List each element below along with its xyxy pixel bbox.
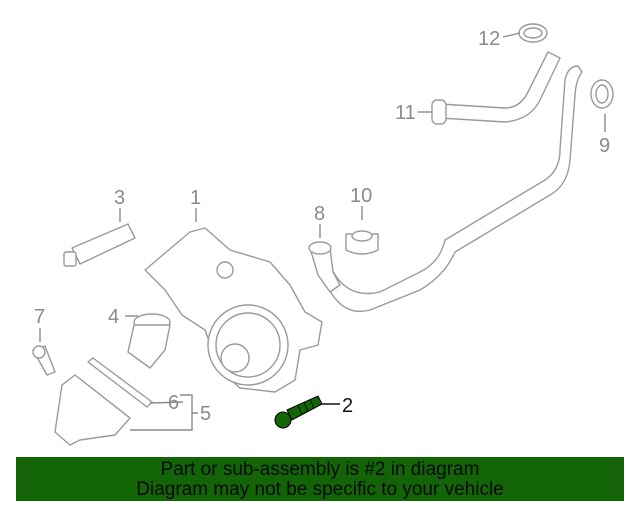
bolt-7[interactable] <box>32 345 56 376</box>
leader-lines <box>39 32 606 431</box>
hose-fitting-8[interactable] <box>308 241 341 293</box>
banner-line-2: Diagram may not be specific to your vehi… <box>136 479 504 500</box>
callout-2: 2 <box>342 395 353 417</box>
callout-6: 6 <box>168 392 179 414</box>
clamp-10[interactable] <box>345 230 379 255</box>
sealant-tube-3[interactable] <box>63 223 136 267</box>
coolant-hose[interactable] <box>324 51 583 312</box>
clamp-12[interactable] <box>518 23 548 43</box>
callout-3: 3 <box>114 187 125 209</box>
callout-7: 7 <box>34 306 45 328</box>
callout-1: 1 <box>190 187 201 209</box>
callout-9: 9 <box>599 135 610 157</box>
callout-10: 10 <box>350 185 372 207</box>
info-banner: Part or sub-assembly is #2 in diagram Di… <box>16 457 624 501</box>
callout-4: 4 <box>108 306 119 328</box>
callout-8: 8 <box>314 203 325 225</box>
bolt-2-highlighted[interactable] <box>274 395 323 429</box>
callout-11: 11 <box>395 102 416 124</box>
clamp-9[interactable] <box>590 79 614 109</box>
gasket-6[interactable] <box>87 357 153 408</box>
thermostat-4[interactable] <box>127 313 171 369</box>
banner-line-1: Part or sub-assembly is #2 in diagram <box>160 459 480 480</box>
callout-12: 12 <box>478 28 500 50</box>
thermostat-housing-5[interactable] <box>54 374 131 446</box>
water-pump-housing-1[interactable] <box>144 227 323 393</box>
callout-5: 5 <box>200 403 211 425</box>
